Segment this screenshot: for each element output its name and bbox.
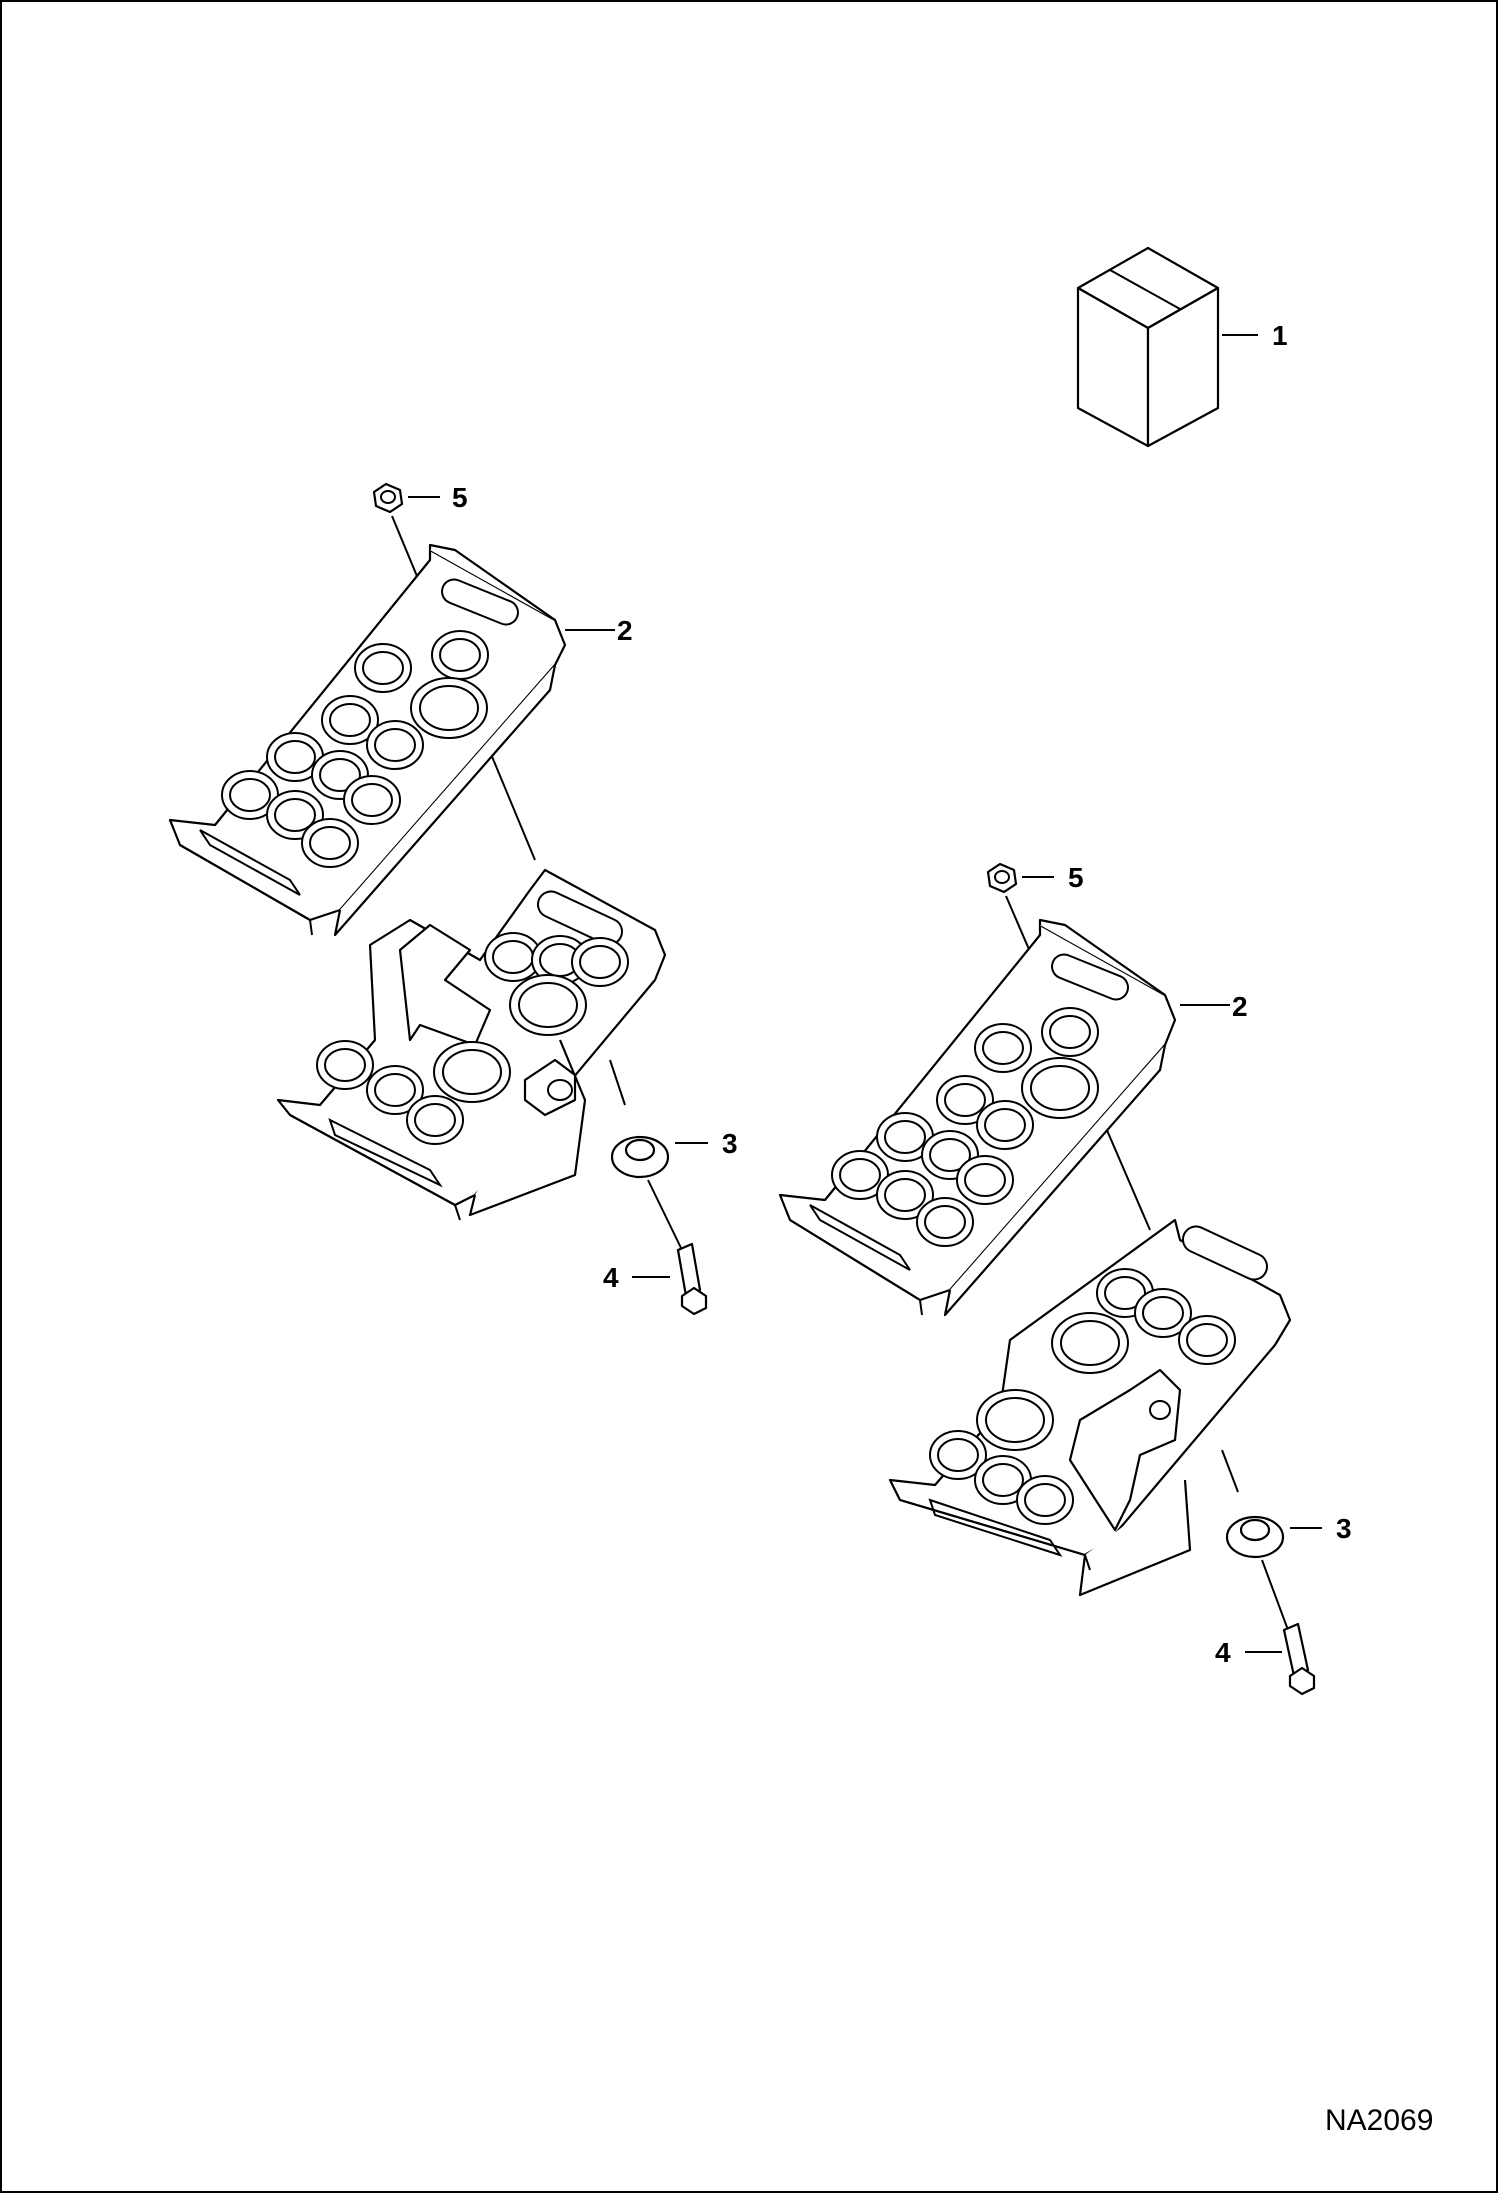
upper-washer (610, 1135, 708, 1251)
callout-3-upper: 3 (722, 1128, 738, 1159)
callout-5-lower: 5 (1068, 862, 1084, 893)
callout-2-lower: 2 (1232, 991, 1248, 1022)
callout-5-upper: 5 (452, 482, 468, 513)
lower-bolt (1245, 1622, 1316, 1696)
callout-1: 1 (1272, 320, 1288, 351)
upper-bolt (632, 1242, 708, 1316)
drawing-code: NA2069 (1325, 2104, 1433, 2137)
upper-base-pad (276, 868, 667, 1221)
lower-step-pad (778, 918, 1230, 1317)
kit-box (1076, 246, 1258, 448)
lower-base-pad (888, 1218, 1292, 1597)
callout-4-upper: 4 (603, 1262, 619, 1293)
upper-step-pad (168, 543, 615, 937)
callout-2-upper: 2 (617, 615, 633, 646)
callout-3-lower: 3 (1336, 1513, 1352, 1544)
lower-washer (1225, 1515, 1322, 1631)
callout-4-lower: 4 (1215, 1637, 1231, 1668)
